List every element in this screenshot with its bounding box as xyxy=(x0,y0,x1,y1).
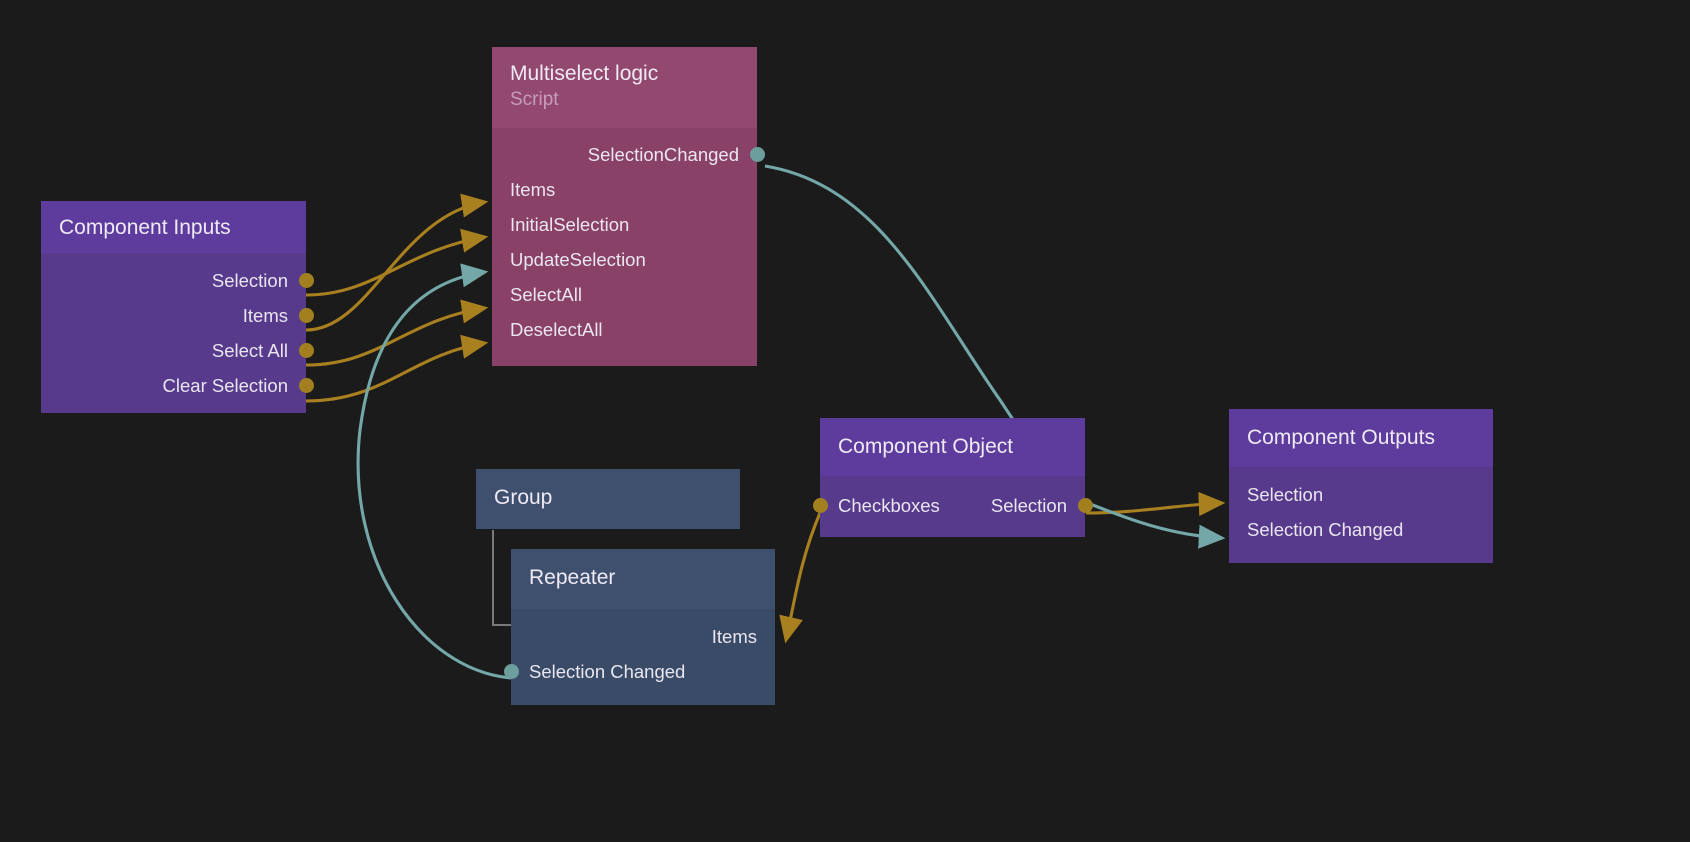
node-title: Component Inputs xyxy=(59,216,231,239)
port-label: SelectAll xyxy=(510,283,582,305)
port-row-input-deselectall[interactable]: DeselectAll xyxy=(492,312,757,347)
port-row-output-selection-changed[interactable]: Selection Changed xyxy=(503,654,775,689)
port-dot-items[interactable] xyxy=(298,308,314,323)
port-row-input-items[interactable]: Items xyxy=(511,619,775,654)
node-body-repeater: Items Selection Changed xyxy=(503,609,775,705)
port-label: Selection xyxy=(1247,483,1324,505)
port-row-output-clear-selection[interactable]: Clear Selection xyxy=(41,368,314,403)
port-row-input-updateselection[interactable]: UpdateSelection xyxy=(492,242,757,277)
edge-selection-to-initialselection xyxy=(305,228,489,297)
node-body-component-outputs: Selection Selection Changed xyxy=(1229,467,1493,563)
port-label: UpdateSelection xyxy=(510,248,646,270)
edge-selectall-to-selectall xyxy=(305,299,489,367)
port-row-input-selectall[interactable]: SelectAll xyxy=(492,277,757,312)
port-row-output-select-all[interactable]: Select All xyxy=(41,333,314,368)
node-header-group: Group xyxy=(476,469,740,529)
node-subtitle: Script xyxy=(510,89,559,110)
edge-checkboxes-to-repeater-items xyxy=(779,512,822,644)
node-group[interactable]: Group xyxy=(476,469,740,529)
port-dot-selectionchanged[interactable] xyxy=(749,147,765,162)
port-label: Items xyxy=(711,625,757,647)
node-component-inputs[interactable]: Component Inputs Selection Items Select … xyxy=(41,201,314,413)
port-label: Selection Changed xyxy=(529,660,686,682)
node-body-component-inputs: Selection Items Select All Clear Selecti… xyxy=(41,253,314,413)
port-row-input-initialselection[interactable]: InitialSelection xyxy=(492,207,757,242)
node-multiselect-logic[interactable]: Multiselect logic Script SelectionChange… xyxy=(492,47,765,366)
port-row-output-selection[interactable]: Selection xyxy=(41,263,314,298)
port-label: SelectionChanged xyxy=(587,143,739,165)
port-label: Selection xyxy=(211,269,288,291)
node-title: Group xyxy=(494,486,553,509)
node-body-multiselect-logic: SelectionChanged Items InitialSelection … xyxy=(492,128,765,366)
port-dot-object-selection[interactable] xyxy=(1077,498,1093,513)
edge-objectevent-to-outputselectionchanged xyxy=(1079,498,1226,549)
port-row-output-selectionchanged[interactable]: SelectionChanged xyxy=(492,137,765,172)
port-label: InitialSelection xyxy=(510,213,630,235)
port-label: Select All xyxy=(211,339,288,361)
port-label: Selection Changed xyxy=(1247,518,1404,540)
port-row-output-items[interactable]: Items xyxy=(41,298,314,333)
port-label-checkboxes: Checkboxes xyxy=(838,494,940,516)
node-header-component-inputs: Component Inputs xyxy=(41,201,306,253)
node-component-outputs[interactable]: Component Outputs Selection Selection Ch… xyxy=(1229,409,1493,563)
port-dot-selection-changed[interactable] xyxy=(503,664,519,679)
edge-items-to-items xyxy=(305,193,489,332)
port-row-input-selection-changed[interactable]: Selection Changed xyxy=(1229,512,1493,547)
port-dot-checkboxes[interactable] xyxy=(812,498,828,513)
node-header-multiselect-logic: Multiselect logic Script xyxy=(492,47,757,128)
node-header-repeater: Repeater xyxy=(511,549,775,609)
port-row-checkboxes-selection[interactable]: Checkboxes Selection xyxy=(812,488,1093,523)
node-repeater[interactable]: Repeater Items Selection Changed xyxy=(503,549,775,705)
port-label: Items xyxy=(510,178,556,200)
port-dot-selection[interactable] xyxy=(298,273,314,288)
port-label-selection: Selection xyxy=(990,494,1067,516)
node-title: Multiselect logic xyxy=(510,62,659,85)
port-label: DeselectAll xyxy=(510,318,603,340)
port-label: Clear Selection xyxy=(162,374,288,396)
edge-clearselection-to-deselectall xyxy=(305,334,489,403)
node-title: Repeater xyxy=(529,566,616,589)
node-body-component-object: Checkboxes Selection xyxy=(812,476,1093,537)
node-component-object[interactable]: Component Object Checkboxes Selection xyxy=(812,418,1093,537)
port-label: Items xyxy=(242,304,288,326)
node-title: Component Outputs xyxy=(1247,426,1435,449)
node-title: Component Object xyxy=(838,435,1014,458)
edge-objectselection-to-outputselection xyxy=(1085,491,1226,517)
node-header-component-object: Component Object xyxy=(820,418,1085,476)
port-dot-clear-selection[interactable] xyxy=(298,378,314,393)
port-row-input-items[interactable]: Items xyxy=(492,172,757,207)
node-header-component-outputs: Component Outputs xyxy=(1229,409,1493,467)
port-row-input-selection[interactable]: Selection xyxy=(1229,477,1493,512)
port-dot-select-all[interactable] xyxy=(298,343,314,358)
